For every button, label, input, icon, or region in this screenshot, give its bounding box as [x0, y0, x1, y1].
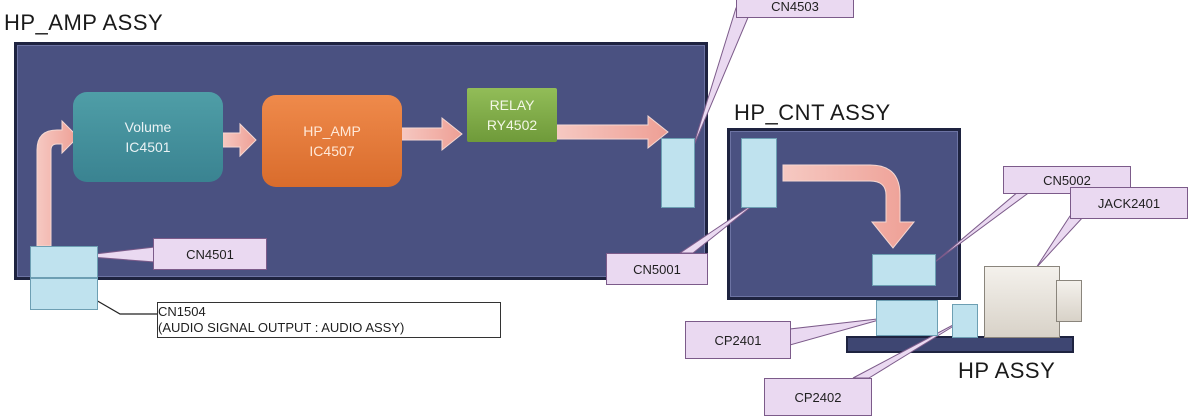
- cn4503-connector: [661, 138, 695, 208]
- cn1504-callout: CN1504 (AUDIO SIGNAL OUTPUT : AUDIO ASSY…: [157, 302, 501, 338]
- hp-amp-ic4507-block: HP_AMP IC4507: [262, 95, 402, 187]
- cn1504-connector: [30, 278, 98, 310]
- jack2401-leader: [1035, 215, 1086, 269]
- cnt-flow-arrow: [782, 164, 916, 249]
- amp-to-relay-arrow: [399, 116, 463, 152]
- cn4503-callout: CN4503: [736, 0, 854, 18]
- input-flow-arrow: [36, 119, 79, 247]
- cn1504-callout-line1: CN1504: [158, 304, 206, 319]
- relay-ry4502-block: RELAY RY4502: [467, 88, 557, 142]
- cp2401-connector: [876, 300, 938, 336]
- volume-block-line2: IC4501: [125, 139, 171, 155]
- cn5001-connector: [741, 138, 777, 208]
- cn1504-callout-line2: (AUDIO SIGNAL OUTPUT : AUDIO ASSY): [158, 320, 405, 335]
- volume-to-amp-arrow: [221, 122, 257, 158]
- cp2401-callout: CP2401: [685, 321, 791, 359]
- hp-assy-title: HP ASSY: [958, 358, 1056, 383]
- cn4503-leader: [691, 7, 753, 151]
- cn4501-callout: CN4501: [153, 238, 267, 270]
- cp2402-connector: [952, 304, 978, 338]
- relay-block-line2: RY4502: [486, 117, 538, 133]
- cn5001-callout: CN5001: [606, 253, 708, 285]
- relay-block-line1: RELAY: [489, 97, 535, 113]
- cn5002-connector: [872, 254, 936, 286]
- amp-block-line1: HP_AMP: [303, 123, 361, 139]
- cp2402-callout: CP2402: [764, 378, 872, 416]
- amp-block-line2: IC4507: [309, 143, 355, 159]
- hp-cnt-assy-title: HP_CNT ASSY: [734, 100, 891, 125]
- hp-amp-assy-panel: [14, 42, 708, 280]
- relay-to-cn4503-arrow: [554, 114, 669, 150]
- jack2401-callout: JACK2401: [1070, 187, 1188, 219]
- volume-ic4501-block: Volume IC4501: [73, 92, 223, 182]
- hp-amp-assy-title: HP_AMP ASSY: [4, 10, 164, 35]
- volume-block-line1: Volume: [124, 119, 172, 135]
- jack2401-body: [984, 266, 1060, 338]
- jack2401-socket: [1056, 280, 1082, 322]
- cp2401-leader: [789, 317, 887, 346]
- cn4501-connector: [30, 246, 98, 278]
